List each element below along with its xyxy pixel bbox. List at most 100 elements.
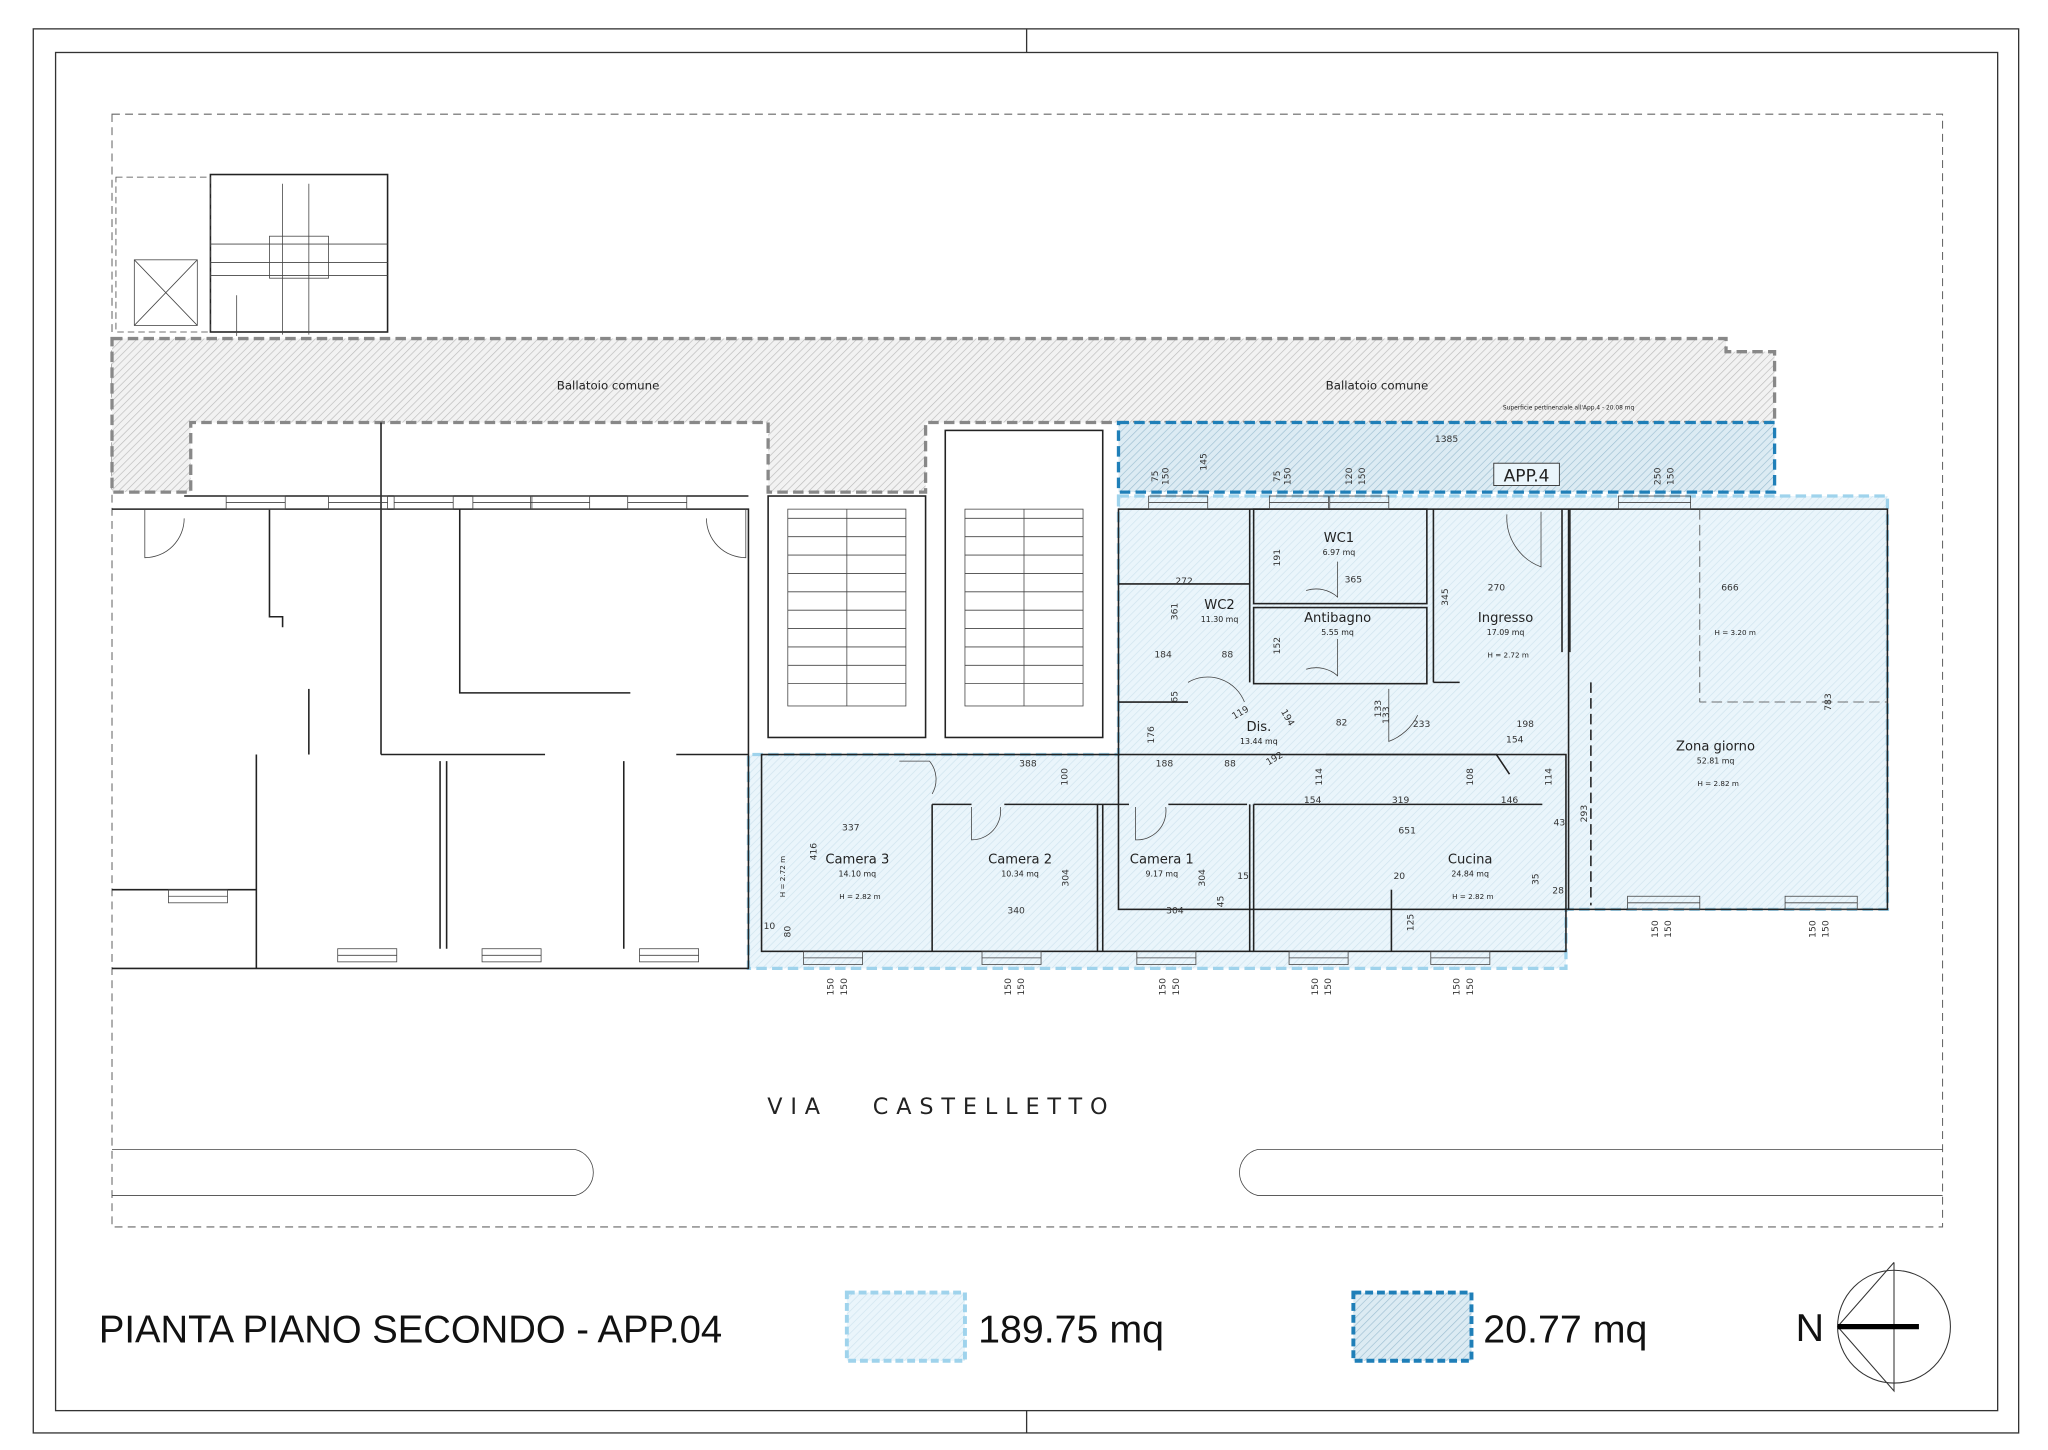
dimension-label: 145 [1198,453,1209,471]
room-area: 24.84 mq [1451,870,1489,879]
room-area: 10.34 mq [1001,870,1039,879]
room-name: Ingresso [1478,611,1533,626]
dimension-label: 108 [1465,768,1476,786]
room-area: 9.17 mq [1145,870,1178,879]
dimension-label: 35 [1530,873,1541,885]
dimension-label: 75 [1272,470,1283,482]
dimension-label: 319 [1392,795,1410,806]
dimension-label: 45 [1215,895,1226,907]
dimension-label: 88 [1224,758,1236,769]
dimension-label: 150 [1171,978,1182,996]
dimension-label: 365 [1345,575,1363,586]
room-height: H = 2.82 m [1452,892,1493,901]
room-name: Antibagno [1304,611,1371,626]
dimension-label: 150 [839,978,850,996]
room-area: 6.97 mq [1323,548,1356,557]
pertinence-area [1116,420,1777,494]
street-name: VIA CASTELLETTO [767,1094,1115,1120]
apartment-tag: APP.4 [1504,467,1550,487]
dimension-label: 150 [1666,467,1677,485]
dimension-label: 176 [1146,726,1157,744]
dimension-label: 150 [1807,920,1818,938]
stairwell-central [767,429,1104,739]
dimension-label: 233 [1413,719,1431,730]
dimension-label: 75 [1150,470,1161,482]
dimension-label: 150 [826,978,837,996]
dimension-label: 100 [1059,768,1070,786]
dimension-label: 388 [1019,758,1037,769]
dimension-label: 20 [1393,871,1405,882]
room-name: WC2 [1204,598,1234,613]
room-name: Dis. [1247,720,1272,735]
dimension-label: 150 [1158,978,1169,996]
dimension-label: 133 [1381,706,1392,724]
pertinence-note: Superficie pertinenziale all'App.4 - 20.… [1503,405,1635,411]
dimension-label: 150 [1452,978,1463,996]
dimension-label: 188 [1156,758,1174,769]
room-area: 52.81 mq [1697,757,1735,766]
dimension-label: 651 [1398,825,1416,836]
room-area: 11.30 mq [1201,615,1239,624]
room-area: 17.09 mq [1487,628,1525,637]
dimension-label: 28 [1552,886,1564,897]
dimension-label: 184 [1154,649,1172,660]
dimension-label: 250 [1652,467,1663,485]
dimension-label: 114 [1544,768,1555,786]
common-walkway [110,336,1777,494]
dimension-label: 154 [1506,735,1524,746]
dimension-label: 150 [1160,467,1171,485]
dimension-label: 150 [1650,920,1661,938]
dimension-label: 270 [1488,582,1506,593]
dimension-label: 80 [782,926,793,938]
room-area: 14.10 mq [839,870,877,879]
apartment-area-value: 189.75 mq [978,1307,1164,1351]
dimension-label: 146 [1501,795,1519,806]
common-walkway-label: Ballatoio comune [1326,379,1429,393]
dimension-label: 1385 [1435,434,1459,445]
dimension-label: 120 [1344,467,1355,485]
elevator-icon [133,259,198,326]
dimension-label: 114 [1314,768,1325,786]
dimension-label: 304 [1166,905,1184,916]
common-walkway-label: Ballatoio comune [557,379,660,393]
north-label: N [1796,1306,1824,1350]
dimension-label: 150 [1310,978,1321,996]
room-name: Camera 1 [1130,852,1194,867]
neighbor-units [112,422,750,970]
sheet-frame [32,28,2020,1434]
room-name: WC1 [1324,531,1354,546]
dimension-label: 15 [1237,871,1249,882]
dimension-label: 133 [1373,700,1384,718]
dimension-label: 88 [1222,649,1234,660]
dimension-label: 43 [1554,817,1566,828]
dimension-label: 361 [1170,603,1181,621]
pertinence-area-value: 20.77 mq [1483,1307,1647,1351]
dimension-label: 304 [1197,869,1208,887]
dimension-label: 340 [1007,905,1025,916]
apartment-legend-swatch [844,1290,967,1363]
north-arrow-icon: N [1796,1262,1951,1393]
dimension-label: 65 [1170,691,1181,703]
dimension-label: 191 [1272,549,1283,567]
height-label: H = 2.72 m [778,856,787,897]
height-label: H = 3.20 m [1715,628,1756,637]
sidewalk-right [1239,1149,1943,1196]
dimension-label: 150 [1282,467,1293,485]
dimension-label: 783 [1823,693,1834,711]
drawing-title: PIANTA PIANO SECONDO - APP.04 [99,1307,722,1351]
doors [899,511,1542,841]
dimension-label: 154 [1304,795,1322,806]
dimension-label: 337 [842,823,860,834]
room-name: Cucina [1448,852,1493,867]
pertinence-legend-swatch [1351,1290,1474,1363]
dimension-label: 82 [1336,718,1348,729]
apartment-tag-box [1493,462,1560,486]
dimension-label: 150 [1663,920,1674,938]
windows [168,495,1858,965]
room-name: Camera 3 [825,852,889,867]
dimension-label: 150 [1820,920,1831,938]
dimension-label: 152 [1272,637,1283,655]
